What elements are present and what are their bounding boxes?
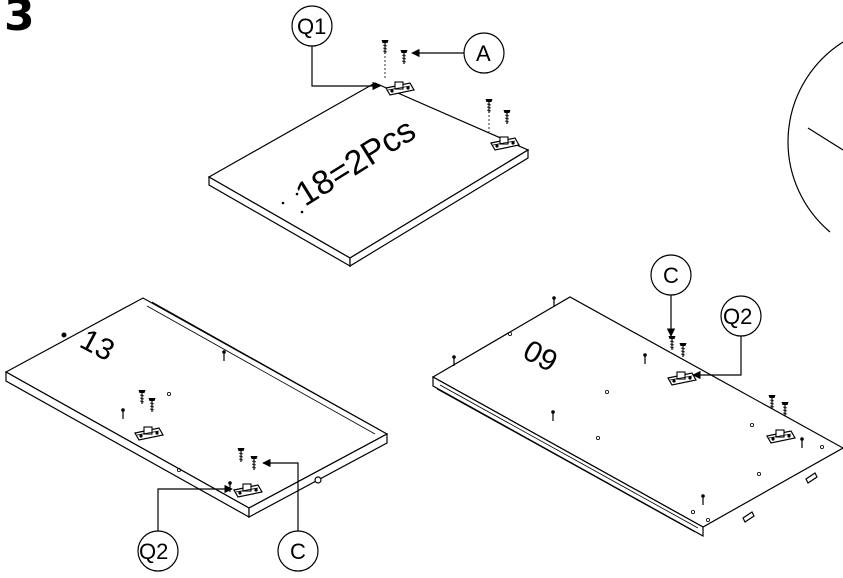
screw-icon bbox=[502, 109, 512, 125]
callout-q2-label: Q2 bbox=[723, 304, 752, 329]
hinge-q1-top bbox=[385, 81, 415, 96]
callout-c-label: C bbox=[663, 263, 679, 288]
callout-q1-label: Q1 bbox=[297, 14, 326, 39]
step-number: 3 bbox=[4, 0, 35, 41]
callout-q2-label: Q2 bbox=[139, 539, 168, 564]
screw-icon bbox=[380, 39, 390, 55]
left-panel: 13 Q2 C bbox=[4, 297, 389, 572]
left-panel-board bbox=[4, 297, 389, 509]
callout-a-label: A bbox=[476, 41, 491, 66]
screw-icon bbox=[484, 98, 494, 114]
top-panel: 18=2Pcs Q1 A bbox=[207, 5, 530, 268]
callout-c-label: C bbox=[290, 539, 306, 564]
screw-icon bbox=[667, 335, 677, 351]
detail-circle-partial bbox=[787, 41, 843, 233]
screw-icon bbox=[399, 49, 409, 65]
screw-icon bbox=[678, 342, 688, 358]
right-panel: 09 C Q2 bbox=[431, 254, 843, 538]
